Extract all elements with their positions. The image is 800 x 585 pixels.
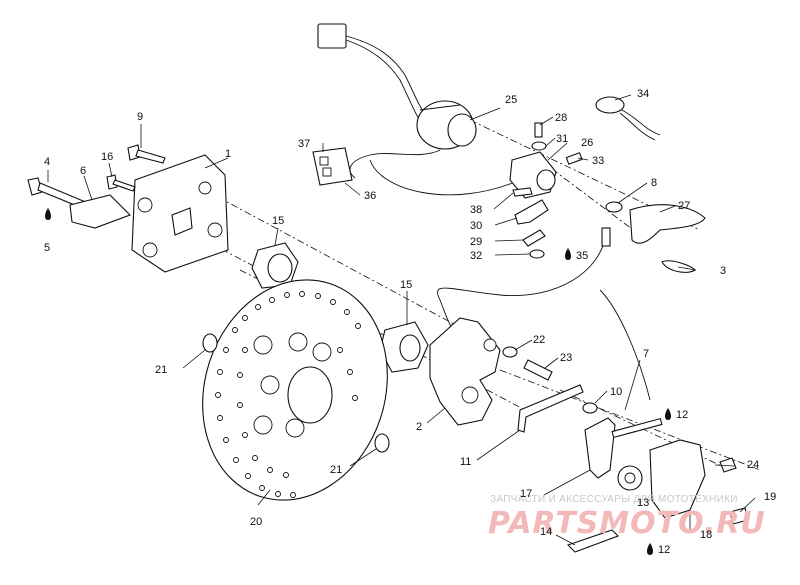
label-23: 23 (560, 352, 572, 364)
part-31-washer (531, 141, 547, 151)
part-26-lever-body (509, 122, 583, 199)
label-21-lower: 21 (330, 464, 342, 476)
label-15-lower: 15 (400, 279, 412, 291)
label-6: 6 (80, 165, 86, 177)
watermark-tagline: ЗАПЧАСТИ И АКСЕССУАРЫ ДЛЯ МОТОТЕХНИКИ (490, 494, 738, 505)
label-33: 33 (592, 155, 604, 167)
part-7-cable (437, 227, 651, 401)
label-12-upper: 12 (676, 409, 688, 421)
label-8: 8 (651, 177, 657, 189)
part-19-clip (729, 507, 749, 525)
label-19: 19 (764, 491, 776, 503)
part-6-tab-washer (69, 194, 131, 229)
label-28: 28 (555, 112, 567, 124)
part-3-clip (661, 260, 696, 273)
shaft (611, 417, 663, 439)
small-parts-left-of-lever (512, 187, 549, 259)
watermark: ЗАПЧАСТИ И АКСЕССУАРЫ ДЛЯ МОТОТЕХНИКИ PA… (488, 494, 766, 541)
part-24-nut (719, 457, 737, 473)
label-24: 24 (747, 459, 759, 471)
bolts-left (27, 144, 166, 229)
part-34-sensor (595, 96, 661, 141)
part-28-screw (534, 122, 543, 138)
part-16-pin-head (106, 174, 118, 190)
label-32: 32 (470, 250, 482, 262)
label-4: 4 (44, 156, 50, 168)
lower-lever-assembly (566, 417, 749, 553)
cable-end-35 (601, 227, 611, 247)
label-37: 37 (298, 138, 310, 150)
part-29 (522, 229, 546, 247)
label-34: 34 (637, 88, 649, 100)
label-30: 30 (470, 220, 482, 232)
label-29: 29 (470, 236, 482, 248)
part-20-brake-disc (202, 279, 388, 501)
oil-drop-icon (647, 543, 653, 555)
label-13: 13 (637, 497, 649, 509)
part-8-ring (605, 201, 623, 213)
label-26: 26 (581, 137, 593, 149)
part-2-caliper-body (429, 317, 501, 426)
part-38 (512, 187, 533, 197)
part-22-nut (502, 346, 518, 358)
leader-lines (47, 94, 756, 546)
part-23-spring (523, 359, 553, 381)
part-14-spring (566, 529, 619, 553)
part-17-lever (584, 417, 616, 479)
label-3: 3 (720, 265, 726, 277)
part-21-oring-lower (374, 433, 390, 453)
part-11-bracket (517, 384, 584, 433)
part-32-nut (529, 249, 545, 259)
label-21-upper: 21 (155, 364, 167, 376)
part-10-washer (582, 402, 598, 414)
label-14: 14 (540, 526, 552, 538)
part-number-labels: 1 2 3 4 5 6 7 8 9 10 11 12 12 13 14 15 1… (44, 88, 776, 556)
label-2: 2 (416, 421, 422, 433)
watermark-brand: PARTSMOTO.RU (488, 506, 766, 541)
part-1-caliper-plate (131, 154, 229, 273)
label-18: 18 (700, 529, 712, 541)
label-1: 1 (225, 148, 231, 160)
part-37-connector (312, 147, 353, 186)
label-38: 38 (470, 204, 482, 216)
label-11: 11 (460, 456, 471, 468)
part-21-oring-upper (202, 333, 218, 353)
label-9: 9 (137, 111, 143, 123)
label-17: 17 (520, 488, 532, 500)
part-30 (514, 199, 549, 225)
oil-drop-icon (565, 248, 571, 260)
label-16: 16 (101, 151, 113, 163)
harness-plug (317, 23, 347, 49)
part-16-pin (112, 179, 136, 192)
part-9-bolt-shaft (135, 149, 166, 164)
label-5: 5 (44, 242, 50, 254)
label-27: 27 (678, 200, 690, 212)
part-15-pads (251, 242, 429, 373)
oil-drop-icons (45, 208, 671, 555)
part-27-lever (605, 201, 706, 244)
label-20: 20 (250, 516, 262, 528)
label-12-lower: 12 (658, 544, 670, 556)
oil-drop-icon (45, 208, 51, 220)
label-7: 7 (643, 348, 649, 360)
wiring-harness (317, 23, 521, 196)
label-15-upper: 15 (272, 215, 284, 227)
label-35: 35 (576, 250, 588, 262)
label-25: 25 (505, 94, 517, 106)
label-22: 22 (533, 334, 545, 346)
disc-perforations (215, 291, 361, 498)
oil-drop-icon (665, 408, 671, 420)
part-18-plate (649, 439, 706, 519)
part-33-setscrew (565, 152, 583, 165)
label-10: 10 (610, 386, 622, 398)
label-36: 36 (364, 190, 376, 202)
part-25-switch (416, 100, 477, 150)
label-31: 31 (556, 133, 568, 145)
